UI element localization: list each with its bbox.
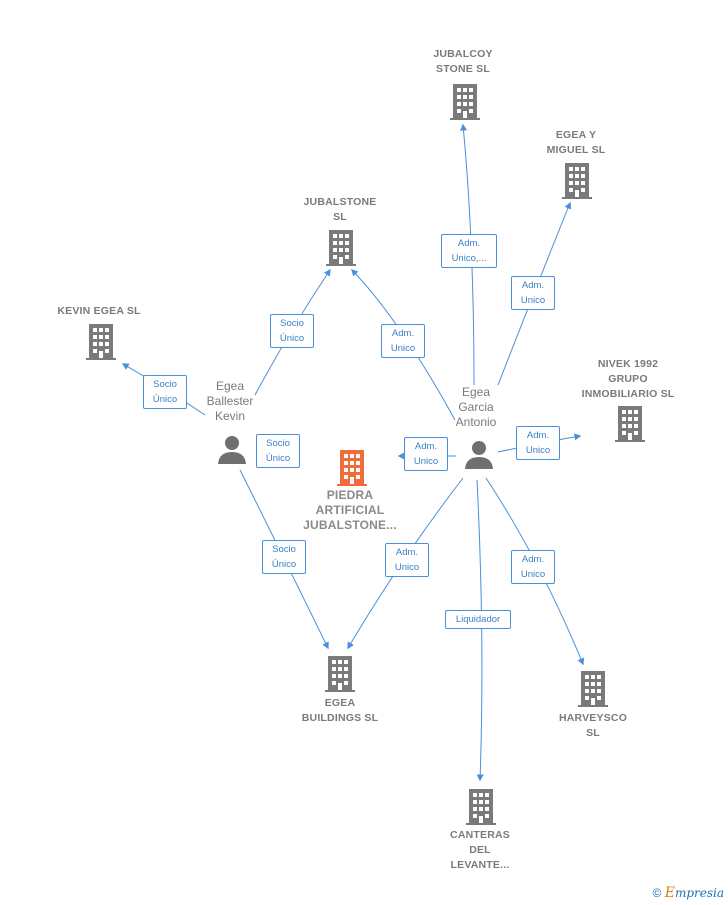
role-label[interactable]: Adm. Unico [381, 324, 425, 358]
building-icon[interactable] [325, 656, 355, 692]
company-label-jubalstone: JUBALSTONE SL [303, 196, 377, 223]
copyright-icon: © [652, 886, 662, 900]
building-icon[interactable] [466, 789, 496, 825]
company-label-canteras: CANTERAS DEL LEVANTE... [450, 829, 510, 871]
building-icon[interactable] [562, 163, 592, 199]
company-label-kevin-egea: KEVIN EGEA SL [57, 305, 141, 317]
role-label[interactable]: Adm. Unico [385, 543, 429, 577]
role-label[interactable]: Adm. Unico [516, 426, 560, 460]
brand-name: mpresia [674, 886, 724, 900]
role-label[interactable]: Adm. Unico [511, 276, 555, 310]
brand-logo: © Empresia [653, 885, 724, 901]
company-label-harveysco: HARVEYSCO SL [558, 712, 628, 739]
person-label-antonio: Egea Garcia Antonio [455, 385, 497, 429]
role-label[interactable]: Adm. Unico,... [441, 234, 497, 268]
building-icon[interactable] [578, 671, 608, 707]
building-icon[interactable] [615, 406, 645, 442]
role-label[interactable]: Socio Único [143, 375, 187, 409]
building-icon[interactable] [326, 230, 356, 266]
brand-initial: E [664, 885, 675, 901]
building-icon[interactable] [450, 84, 480, 120]
company-label-egea-miguel: EGEA Y MIGUEL SL [546, 129, 606, 156]
person-icon[interactable] [464, 439, 494, 469]
role-label[interactable]: Adm. Unico [404, 437, 448, 471]
edge-antonio-canteras [476, 479, 484, 782]
company-label-nivek: NIVEK 1992 GRUPO INMOBILIARIO SL [581, 358, 675, 400]
building-icon-main[interactable] [337, 450, 367, 486]
company-label-jubalcoy: JUBALCOY STONE SL [433, 48, 493, 75]
person-icon[interactable] [217, 434, 247, 464]
role-label[interactable]: Socio Único [270, 314, 314, 348]
role-label[interactable]: Adm. Unico [511, 550, 555, 584]
company-label-piedra: PIEDRA ARTIFICIAL JUBALSTONE... [303, 488, 397, 532]
person-label-kevin: Egea Ballester Kevin [206, 379, 254, 423]
role-label[interactable]: Liquidador [445, 610, 511, 629]
role-label[interactable]: Socio Único [256, 434, 300, 468]
role-label[interactable]: Socio Único [262, 540, 306, 574]
company-label-egea-buildings: EGEA BUILDINGS SL [301, 697, 379, 724]
building-icon[interactable] [86, 324, 116, 360]
